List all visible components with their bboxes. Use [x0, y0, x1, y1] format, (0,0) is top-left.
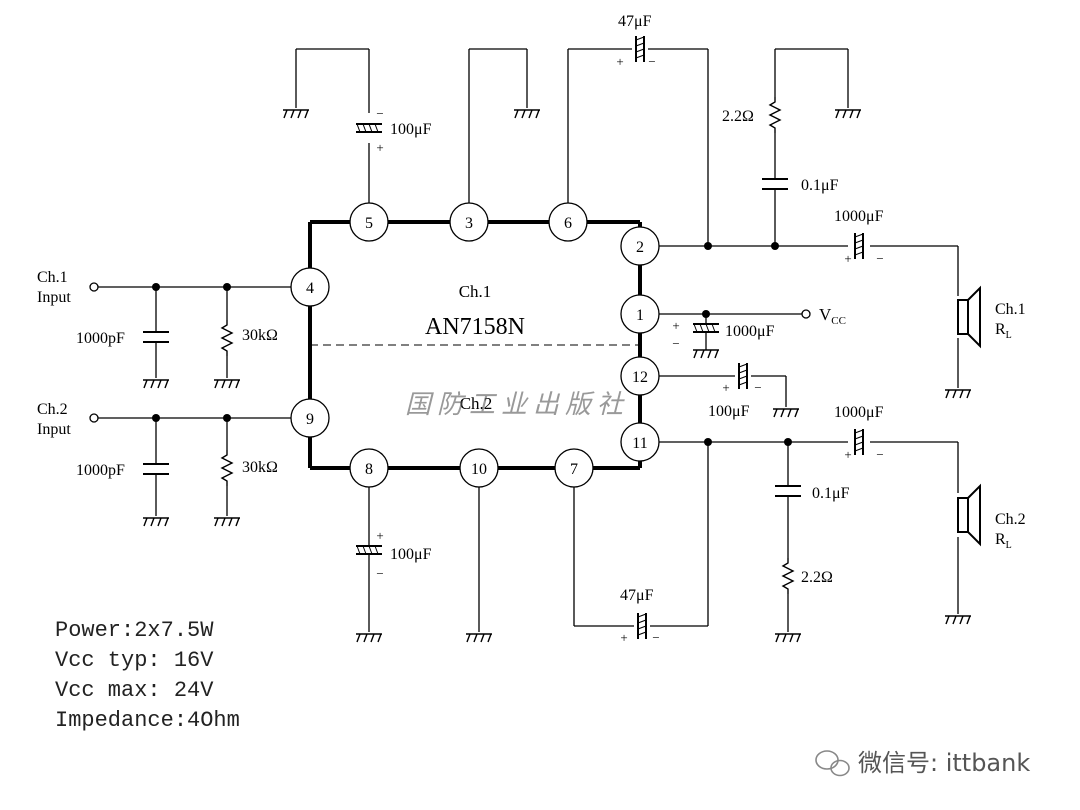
- c6-minus: −: [648, 54, 655, 69]
- c12-minus: −: [754, 380, 761, 395]
- ch1-input-label-2: Input: [37, 289, 71, 306]
- ch1-load-label: RL: [995, 321, 1012, 341]
- c-zobel2-value: 0.1μF: [812, 485, 850, 502]
- ch2-input-label-1: Ch.2: [37, 401, 68, 418]
- spec-impedance: Impedance:4Ohm: [55, 708, 240, 733]
- c-vcc-value: 1000μF: [725, 323, 775, 340]
- publisher-watermark: 国防工业出版社: [405, 390, 629, 420]
- spec-vcc-typ: Vcc typ: 16V: [55, 648, 214, 673]
- c8-minus: −: [376, 566, 383, 581]
- c-zobel1-value: 0.1μF: [801, 177, 839, 194]
- vcc-terminal: [801, 309, 811, 319]
- c6-value: 47μF: [618, 13, 652, 30]
- pin-7-label: 7: [570, 461, 578, 478]
- pin-11-label: 11: [632, 435, 647, 452]
- spec-vcc-max: Vcc max: 24V: [55, 678, 214, 703]
- cvcc-plus: +: [672, 318, 679, 333]
- ch1-speaker-icon: [957, 287, 981, 347]
- ic-body: [308, 220, 642, 470]
- pin-12-label: 12: [632, 369, 648, 386]
- pin-5-label: 5: [365, 215, 373, 232]
- chip-ch1-label: Ch.1: [459, 282, 492, 301]
- ch2-speaker-icon: [957, 485, 981, 545]
- c12-plus: +: [722, 380, 729, 395]
- wiring: [98, 48, 959, 632]
- c8-plus: +: [376, 528, 383, 543]
- ch2-speaker-label: Ch.2: [995, 511, 1026, 528]
- ch1-speaker-label: Ch.1: [995, 301, 1026, 318]
- c5-plus: +: [376, 140, 383, 155]
- c-out1-value: 1000μF: [834, 208, 884, 225]
- pin-2-label: 2: [636, 239, 644, 256]
- cout2-plus: +: [844, 447, 851, 462]
- junction-dots: [152, 242, 792, 446]
- vcc-label: VCC: [819, 305, 846, 327]
- ch1-input-label-1: Ch.1: [37, 269, 68, 286]
- c7-plus: +: [620, 630, 627, 645]
- c-out2-value: 1000μF: [834, 404, 884, 421]
- cout2-minus: −: [876, 447, 883, 462]
- r-in2-value: 30kΩ: [242, 459, 278, 476]
- cvcc-minus: −: [672, 336, 679, 351]
- wechat-icon: [815, 750, 850, 777]
- wechat-watermark: 微信号: ittbank: [858, 749, 1030, 777]
- spec-power: Power:2x7.5W: [55, 618, 214, 643]
- c7-value: 47μF: [620, 587, 654, 604]
- cout1-plus: +: [844, 251, 851, 266]
- chip-name: AN7158N: [425, 314, 525, 340]
- pin-4-label: 4: [306, 280, 314, 297]
- c7-minus: −: [652, 630, 659, 645]
- c12-value: 100μF: [708, 403, 750, 420]
- c-in1-value: 1000pF: [76, 330, 125, 347]
- ch2-input-label-2: Input: [37, 421, 71, 438]
- c5-value: 100μF: [390, 121, 432, 138]
- pin-circles: [290, 202, 660, 488]
- c5-minus: −: [376, 106, 383, 121]
- r-in1-value: 30kΩ: [242, 327, 278, 344]
- pin-8-label: 8: [365, 461, 373, 478]
- pin-10-label: 10: [471, 461, 487, 478]
- ch2-load-label: RL: [995, 531, 1012, 551]
- pin-3-label: 3: [465, 215, 473, 232]
- ch2-input-terminal: [89, 413, 99, 423]
- pin-9-label: 9: [306, 411, 314, 428]
- c-in2-value: 1000pF: [76, 462, 125, 479]
- chip-ch2-label: Ch.2: [460, 394, 493, 413]
- pin-6-label: 6: [564, 215, 572, 232]
- c8-value: 100μF: [390, 546, 432, 563]
- pin-1-label: 1: [636, 307, 644, 324]
- ch1-input-terminal: [89, 282, 99, 292]
- c6-plus: +: [616, 54, 623, 69]
- ground-symbols: [142, 109, 972, 643]
- r-zobel2-value: 2.2Ω: [801, 569, 833, 586]
- cout1-minus: −: [876, 251, 883, 266]
- r-zobel1-value: 2.2Ω: [722, 108, 754, 125]
